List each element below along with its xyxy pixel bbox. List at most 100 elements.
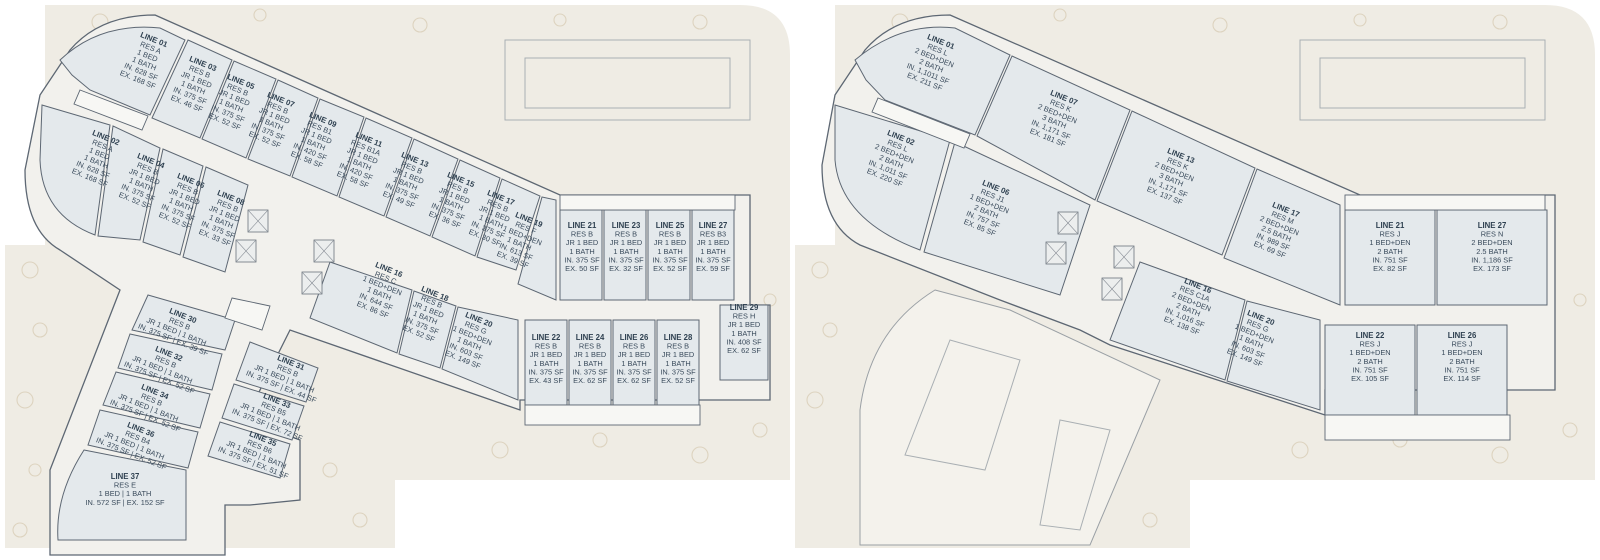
- unit-label: LINE 07RES K2 BED+DEN3 BATHIN. 1,171 SFE…: [1027, 86, 1085, 150]
- unit-detail: EX. 62 SF: [617, 376, 651, 385]
- unit-line-number: LINE 26: [620, 333, 649, 342]
- unit-detail: RES B: [615, 230, 637, 239]
- unit-detail: RES B: [535, 342, 557, 351]
- unit-detail: EX. 62 SF: [573, 376, 607, 385]
- unit-detail: RES B: [623, 342, 645, 351]
- unit-detail: EX. 52 SF: [661, 376, 695, 385]
- unit-detail: EX. 105 SF: [1351, 374, 1389, 383]
- unit-detail: RES H: [733, 312, 756, 321]
- unit-l02: [39, 104, 111, 236]
- unit-label: LINE 13RES BJR 1 BED1 BATHIN. 375 SFEX. …: [381, 149, 434, 211]
- unit-detail: 1 BATH: [731, 329, 756, 338]
- unit-detail: EX. 62 SF: [727, 346, 761, 355]
- unit-detail: 1 BATH: [613, 247, 638, 256]
- unit-detail: IN. 375 SF: [608, 255, 644, 264]
- unit-detail: RES B: [667, 342, 689, 351]
- unit-label: LINE 01RES A1 BED1 BATHIN. 628 SFEX. 168…: [119, 28, 174, 91]
- unit-line-number: LINE 37: [111, 472, 140, 481]
- unit-line-number: LINE 21: [568, 221, 597, 230]
- unit-detail: JR 1 BED: [618, 350, 650, 359]
- unit-detail: RES J: [1360, 340, 1381, 349]
- unit-detail: IN. 375 SF: [660, 367, 696, 376]
- unit-detail: 2 BATH: [1449, 357, 1474, 366]
- unit-cells-left: [39, 26, 769, 541]
- unit-detail: IN. 751 SF: [1372, 255, 1408, 264]
- unit-line-number: LINE 29: [730, 303, 759, 312]
- unit-detail: 1 BED+DEN: [1441, 348, 1482, 357]
- unit-detail: 1 BATH: [700, 247, 725, 256]
- unit-detail: RES B: [579, 342, 601, 351]
- unit-detail: JR 1 BED: [574, 350, 606, 359]
- balconies-left: [73, 89, 736, 426]
- planting-left: [12, 8, 777, 538]
- balconies-right: [871, 97, 1546, 441]
- unit-detail: IN. 751 SF: [1444, 365, 1480, 374]
- unit-label: LINE 18RES BJR 1 BED1 BATHIN. 375 SFEX. …: [401, 283, 454, 345]
- unit-detail: 2.5 BATH: [1476, 247, 1508, 256]
- unit-label: LINE 20RES G1 BED+DEN1 BATHIN. 603 SFEX.…: [442, 308, 500, 372]
- unit-detail: EX. 50 SF: [565, 264, 599, 273]
- unit-detail: 1 BATH: [621, 359, 646, 368]
- unit-detail: 1 BATH: [657, 247, 682, 256]
- unit-line-number: LINE 25: [656, 221, 685, 230]
- elevators-left: [235, 209, 335, 295]
- unit-line-number: LINE 27: [1478, 221, 1507, 230]
- unit-label: LINE 03RES BJR 1 BED1 BATHIN. 375 SFEX. …: [169, 53, 222, 115]
- unit-detail: RES B: [659, 230, 681, 239]
- pool-deck: [504, 39, 751, 121]
- unit-cells-right: [834, 26, 1548, 416]
- unit-detail: JR 1 BED: [728, 320, 760, 329]
- unit-detail: RES B3: [700, 230, 726, 239]
- unit-detail: RES J: [1452, 340, 1473, 349]
- unit-detail: 1 BATH: [569, 247, 594, 256]
- podium-amenity: [859, 289, 1161, 546]
- unit-detail: 2 BATH: [1377, 247, 1402, 256]
- unit-detail: 1 BED+DEN: [1349, 348, 1390, 357]
- unit-detail: IN. 375 SF: [564, 255, 600, 264]
- unit-detail: 1 BATH: [533, 359, 558, 368]
- unit-detail: IN. 408 SF: [726, 337, 762, 346]
- unit-detail: IN. 375 SF: [695, 255, 731, 264]
- unit-detail: JR 1 BED: [610, 238, 642, 247]
- unit-detail: EX. 43 SF: [529, 376, 563, 385]
- floor-plan-left: [5, 5, 790, 556]
- unit-detail: JR 1 BED: [530, 350, 562, 359]
- unit-detail: 2 BED+DEN: [1471, 238, 1512, 247]
- unit-detail: EX. 32 SF: [609, 264, 643, 273]
- unit-detail: RES J: [1380, 230, 1401, 239]
- unit-detail: JR 1 BED: [662, 350, 694, 359]
- unit-detail: IN. 375 SF: [572, 367, 608, 376]
- unit-detail: RES E: [114, 481, 136, 490]
- unit-line-number: LINE 21: [1376, 221, 1405, 230]
- unit-label: LINE 11RES B1AJR 1 BED1 BATHIN. 420 SFEX…: [335, 129, 388, 191]
- unit-detail: IN. 572 SF | EX. 152 SF: [85, 498, 165, 507]
- unit-detail: RES B: [571, 230, 593, 239]
- unit-detail: EX. 114 SF: [1443, 374, 1481, 383]
- unit-l01: [59, 26, 186, 116]
- unit-detail: EX. 52 SF: [653, 264, 687, 273]
- unit-line-number: LINE 26: [1448, 331, 1477, 340]
- unit-detail: IN. 751 SF: [1352, 365, 1388, 374]
- unit-label: LINE 13RES K2 BED+DEN3 BATHIN. 1,171 SFE…: [1144, 144, 1202, 208]
- unit-detail: RES N: [1481, 230, 1504, 239]
- unit-detail: 1 BATH: [577, 359, 602, 368]
- unit-line-number: LINE 24: [576, 333, 605, 342]
- unit-line-number: LINE 22: [532, 333, 561, 342]
- elevators-right: [1045, 211, 1135, 301]
- pool: [524, 57, 731, 109]
- unit-detail: IN. 1,186 SF: [1471, 255, 1513, 264]
- unit-detail: 1 BATH: [665, 359, 690, 368]
- unit-label: LINE 06RES BJR 1 BED1 BATHIN. 375 SFEX. …: [157, 170, 210, 232]
- unit-detail: 2 BATH: [1357, 357, 1382, 366]
